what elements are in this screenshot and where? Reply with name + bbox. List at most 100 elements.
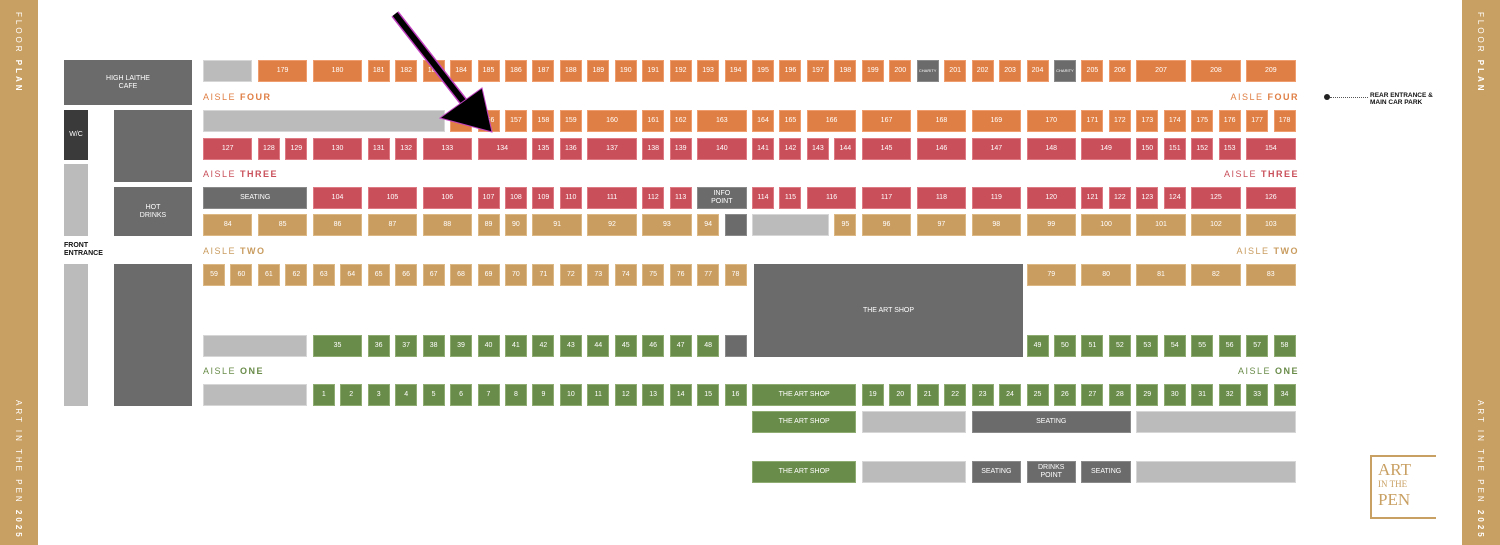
stall-154[interactable]: 154 — [1246, 138, 1296, 160]
stall-44[interactable]: 44 — [587, 335, 610, 357]
stall-199[interactable]: 199 — [861, 60, 884, 82]
stall-107[interactable]: 107 — [477, 187, 500, 209]
stall-61[interactable]: 61 — [257, 264, 280, 286]
stall-185[interactable]: 185 — [477, 60, 500, 82]
stall-92[interactable]: 92 — [587, 214, 637, 236]
stall-5[interactable]: 5 — [422, 384, 445, 406]
stall-35[interactable]: 35 — [312, 335, 363, 357]
stall-54[interactable]: 54 — [1163, 335, 1186, 357]
stall-160[interactable]: 160 — [587, 110, 637, 132]
stall-9[interactable]: 9 — [532, 384, 555, 406]
stall-120[interactable]: 120 — [1026, 187, 1076, 209]
stall-10[interactable]: 10 — [559, 384, 582, 406]
stall-100[interactable]: 100 — [1081, 214, 1131, 236]
stall-43[interactable]: 43 — [559, 335, 582, 357]
stall-94[interactable]: 94 — [697, 214, 720, 236]
stall-134[interactable]: 134 — [477, 138, 527, 160]
stall-157[interactable]: 157 — [504, 110, 527, 132]
stall-123[interactable]: 123 — [1136, 187, 1159, 209]
stall-193[interactable]: 193 — [697, 60, 720, 82]
stall-63[interactable]: 63 — [312, 264, 335, 286]
stall-168[interactable]: 168 — [916, 110, 967, 132]
stall-135[interactable]: 135 — [532, 138, 555, 160]
stall-19[interactable]: 19 — [861, 384, 884, 406]
stall-77[interactable]: 77 — [697, 264, 720, 286]
stall-11[interactable]: 11 — [587, 384, 610, 406]
stall-126[interactable]: 126 — [1246, 187, 1296, 209]
stall-169[interactable]: 169 — [971, 110, 1022, 132]
stall-131[interactable]: 131 — [367, 138, 390, 160]
stall-3[interactable]: 3 — [367, 384, 390, 406]
stall-75[interactable]: 75 — [642, 264, 665, 286]
stall-145[interactable]: 145 — [861, 138, 912, 160]
stall-38[interactable]: 38 — [422, 335, 445, 357]
stall-163[interactable]: 163 — [697, 110, 747, 132]
stall-187[interactable]: 187 — [532, 60, 555, 82]
stall-173[interactable]: 173 — [1136, 110, 1159, 132]
stall-105[interactable]: 105 — [367, 187, 418, 209]
stall-73[interactable]: 73 — [587, 264, 610, 286]
stall-125[interactable]: 125 — [1191, 187, 1241, 209]
stall-137[interactable]: 137 — [587, 138, 637, 160]
stall-1[interactable]: 1 — [312, 384, 335, 406]
stall-34[interactable]: 34 — [1273, 384, 1296, 406]
stall-72[interactable]: 72 — [559, 264, 582, 286]
stall-136[interactable]: 136 — [559, 138, 582, 160]
stall-156[interactable]: 156 — [477, 110, 500, 132]
stall-96[interactable]: 96 — [861, 214, 912, 236]
stall-57[interactable]: 57 — [1246, 335, 1269, 357]
stall-60[interactable]: 60 — [230, 264, 253, 286]
stall-86[interactable]: 86 — [312, 214, 363, 236]
stall-33[interactable]: 33 — [1246, 384, 1269, 406]
stall-14[interactable]: 14 — [669, 384, 692, 406]
stall-207[interactable]: 207 — [1136, 60, 1186, 82]
stall-112[interactable]: 112 — [642, 187, 665, 209]
stall-91[interactable]: 91 — [532, 214, 582, 236]
stall-46[interactable]: 46 — [642, 335, 665, 357]
stall-197[interactable]: 197 — [806, 60, 829, 82]
stall-205[interactable]: 205 — [1081, 60, 1104, 82]
stall-80[interactable]: 80 — [1081, 264, 1131, 286]
stall-53[interactable]: 53 — [1136, 335, 1159, 357]
stall-106[interactable]: 106 — [422, 187, 473, 209]
stall-52[interactable]: 52 — [1108, 335, 1131, 357]
stall-166[interactable]: 166 — [806, 110, 857, 132]
stall-184[interactable]: 184 — [450, 60, 473, 82]
stall-190[interactable]: 190 — [614, 60, 637, 82]
stall-26[interactable]: 26 — [1053, 384, 1076, 406]
stall-85[interactable]: 85 — [257, 214, 308, 236]
stall-147[interactable]: 147 — [971, 138, 1022, 160]
stall-111[interactable]: 111 — [587, 187, 637, 209]
stall-21[interactable]: 21 — [916, 384, 939, 406]
stall-55[interactable]: 55 — [1191, 335, 1214, 357]
stall-129[interactable]: 129 — [285, 138, 308, 160]
stall-115[interactable]: 115 — [779, 187, 802, 209]
stall-140[interactable]: 140 — [697, 138, 747, 160]
stall-152[interactable]: 152 — [1191, 138, 1214, 160]
stall-151[interactable]: 151 — [1163, 138, 1186, 160]
stall-79[interactable]: 79 — [1026, 264, 1076, 286]
stall-98[interactable]: 98 — [971, 214, 1022, 236]
stall-70[interactable]: 70 — [504, 264, 527, 286]
stall-102[interactable]: 102 — [1191, 214, 1241, 236]
stall-22[interactable]: 22 — [944, 384, 967, 406]
stall-206[interactable]: 206 — [1108, 60, 1131, 82]
stall-167[interactable]: 167 — [861, 110, 912, 132]
stall-42[interactable]: 42 — [532, 335, 555, 357]
stall-162[interactable]: 162 — [669, 110, 692, 132]
stall-84[interactable]: 84 — [203, 214, 253, 236]
stall-13[interactable]: 13 — [642, 384, 665, 406]
stall-65[interactable]: 65 — [367, 264, 390, 286]
stall-71[interactable]: 71 — [532, 264, 555, 286]
stall-90[interactable]: 90 — [504, 214, 527, 236]
stall-27[interactable]: 27 — [1081, 384, 1104, 406]
stall-64[interactable]: 64 — [340, 264, 363, 286]
stall-32[interactable]: 32 — [1218, 384, 1241, 406]
stall-174[interactable]: 174 — [1163, 110, 1186, 132]
stall-104[interactable]: 104 — [312, 187, 363, 209]
stall-88[interactable]: 88 — [422, 214, 473, 236]
stall-41[interactable]: 41 — [504, 335, 527, 357]
stall-89[interactable]: 89 — [477, 214, 500, 236]
stall-188[interactable]: 188 — [559, 60, 582, 82]
stall-127[interactable]: 127 — [203, 138, 253, 160]
